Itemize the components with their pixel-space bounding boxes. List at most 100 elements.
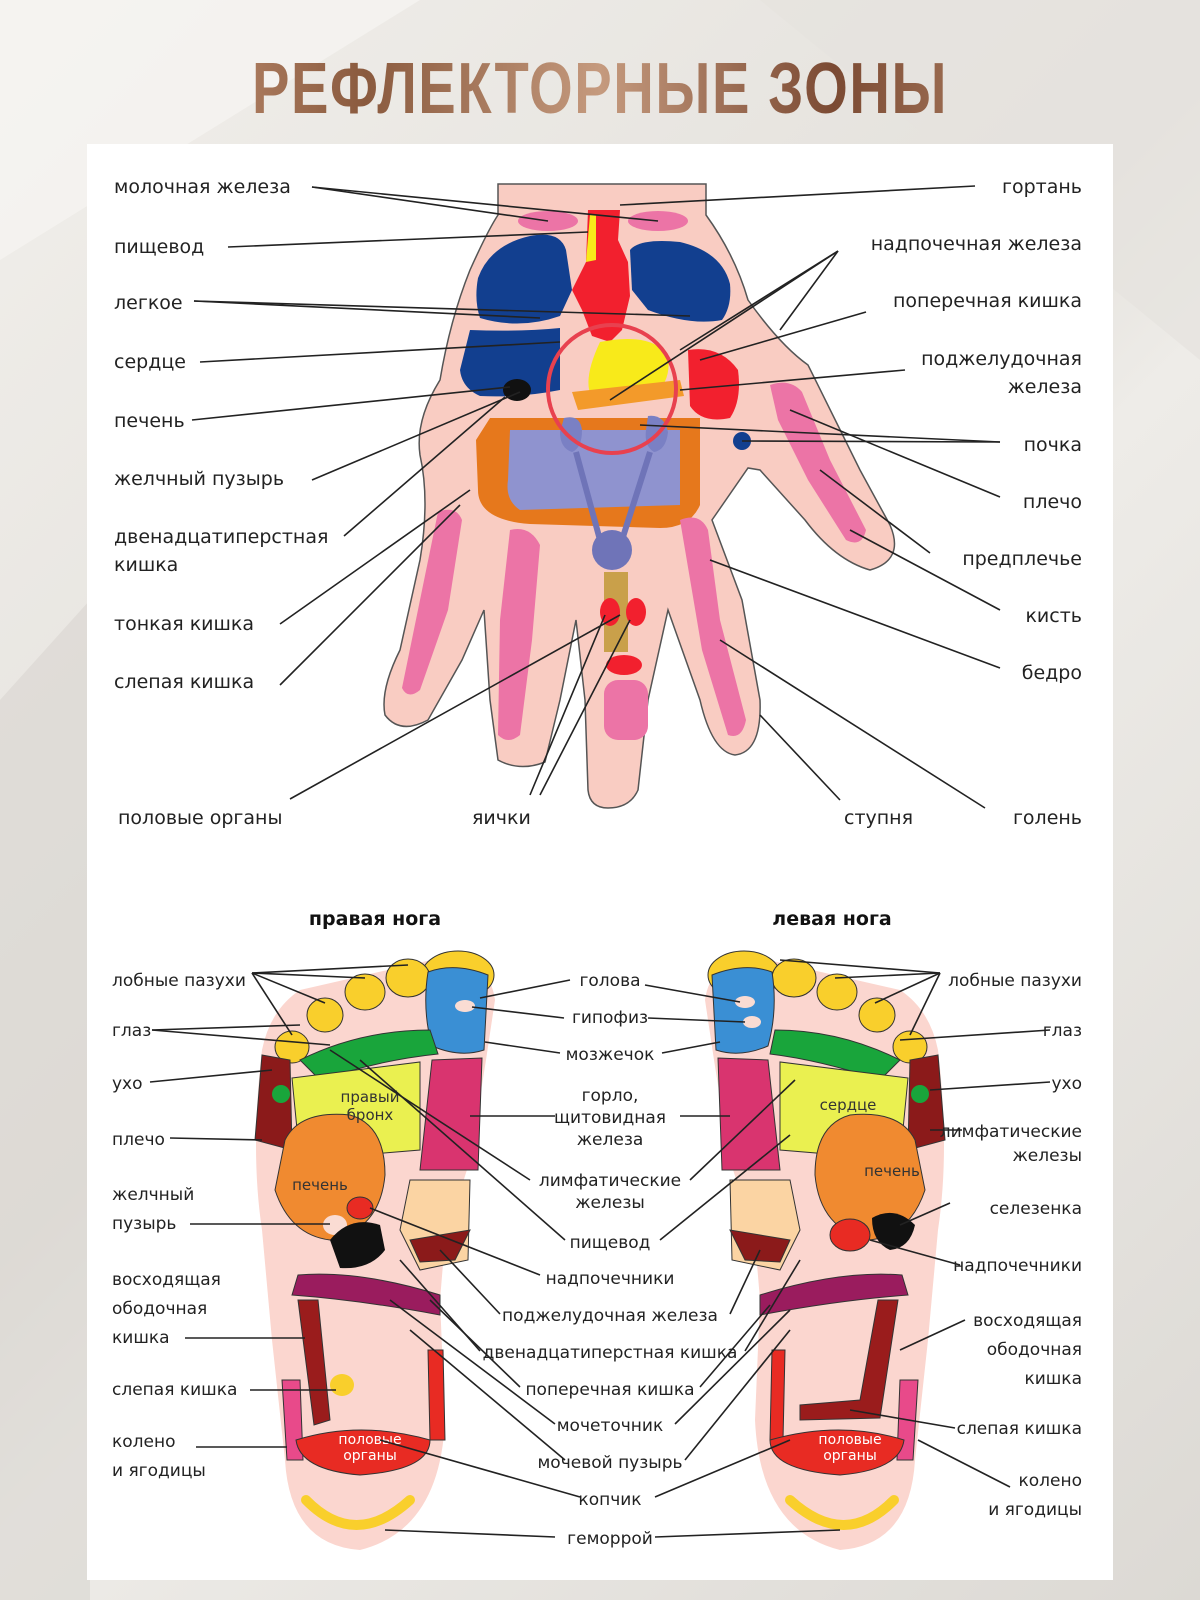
left-ascending-zone <box>799 1299 899 1421</box>
inside-right-genitals-2: органы <box>343 1448 397 1464</box>
left-foot-illustration: сердце печень половые органы <box>705 950 946 1550</box>
inside-left-genitals-1: половые <box>818 1432 881 1448</box>
label-throat-1: горло, <box>582 1086 639 1106</box>
inside-left-heart: сердце <box>820 1096 877 1114</box>
label-esophagus: пищевод <box>114 236 204 258</box>
label-left-ascending-2: ободочная <box>987 1340 1082 1360</box>
esophagus-zone <box>586 215 596 262</box>
right-genital-zone <box>295 1429 431 1476</box>
right-pituitary-zone <box>455 1000 475 1012</box>
label-gallbladder: желчный пузырь <box>114 468 284 490</box>
right-ear-zone <box>272 1085 290 1103</box>
right-knee-zone-2 <box>427 1349 446 1441</box>
pancreas-zone <box>572 380 684 410</box>
feet-labels-left: лобные пазухи глаз ухо плечо желчный пуз… <box>112 971 246 1481</box>
left-toe-2 <box>771 958 817 998</box>
left-hemorrhoid-zone <box>785 1495 899 1530</box>
label-left-lymph-1: лимфатические <box>940 1122 1082 1142</box>
right-toe-2 <box>385 958 431 998</box>
label-left-cecum: слепая кишка <box>957 1419 1082 1439</box>
label-lymph-2: железы <box>575 1193 645 1213</box>
right-head-zone <box>425 967 489 1054</box>
label-lung: легкое <box>114 292 183 314</box>
page-title: РЕФЛЕКТОРНЫЕ ЗОНЫ <box>132 48 1068 130</box>
label-right-gallbladder-1: желчный <box>112 1185 194 1205</box>
label-pancreas-1: поджелудочная <box>921 348 1082 370</box>
left-genital-zone <box>769 1429 905 1476</box>
finger-zone-index <box>498 529 540 740</box>
finger-zone-little <box>770 382 866 543</box>
label-small-intestine: тонкая кишка <box>114 613 254 635</box>
left-pituitary-zone-2 <box>743 1016 761 1028</box>
label-duodenum-1: двенадцатиперстная <box>114 526 328 548</box>
inside-left-genitals-2: органы <box>823 1448 877 1464</box>
label-throat-2: щитовидная <box>554 1108 666 1128</box>
inside-right-bronchus-2: бронх <box>347 1106 394 1124</box>
label-adrenals: надпочечники <box>546 1269 675 1289</box>
left-spleen-zone <box>872 1212 915 1250</box>
lung-zone-right <box>630 241 731 322</box>
inside-right-liver: печень <box>292 1176 348 1194</box>
label-left-ascending-3: кишка <box>1024 1369 1082 1389</box>
label-liver: печень <box>114 410 185 432</box>
right-adrenal-zone <box>346 1196 374 1220</box>
label-pancreas-2: железа <box>1008 376 1082 398</box>
label-throat-3: железа <box>577 1130 644 1150</box>
left-throat-zone <box>717 1057 781 1171</box>
label-coccyx: копчик <box>578 1490 641 1510</box>
larynx-zone <box>572 210 630 342</box>
right-duodenum-zone <box>330 1222 385 1269</box>
hand-labels-left: молочная железа пищевод легкое сердце пе… <box>114 176 328 693</box>
label-lymph-1: лимфатические <box>539 1171 681 1191</box>
left-foot-title: левая нога <box>772 908 891 930</box>
right-toe-4 <box>306 997 344 1033</box>
adrenal-zone <box>688 349 739 420</box>
label-forearm: предплечье <box>962 548 1082 570</box>
right-throat-zone <box>419 1057 483 1171</box>
finger-zone-middle <box>604 680 648 740</box>
label-right-shoulder: плечо <box>112 1130 165 1150</box>
right-sm-intestine-zone <box>409 1229 471 1263</box>
right-foot-title: правая нога <box>309 908 441 930</box>
label-left-ear: ухо <box>1051 1074 1082 1094</box>
label-heart: сердце <box>114 351 186 373</box>
label-right-knee-1: колено <box>112 1432 176 1452</box>
left-toe-3 <box>816 973 858 1011</box>
label-left-adrenals: надпочечники <box>953 1256 1082 1276</box>
label-wrist: кисть <box>1025 605 1082 627</box>
genitals-zone <box>606 655 642 675</box>
left-head-zone <box>711 967 775 1054</box>
label-testes: яички <box>472 807 531 829</box>
label-hemorrhoid: геморрой <box>567 1529 653 1549</box>
label-ureter: мочеточник <box>557 1416 664 1436</box>
inside-left-liver: печень <box>864 1162 920 1180</box>
right-hemorrhoid-zone <box>301 1495 415 1530</box>
liver-zone <box>460 328 560 397</box>
right-toe-3 <box>344 973 386 1011</box>
label-pancreas-foot: поджелудочная железа <box>502 1306 718 1326</box>
label-spleen: селезенка <box>990 1199 1082 1219</box>
label-right-gallbladder-2: пузырь <box>112 1214 176 1234</box>
label-larynx: гортань <box>1002 176 1082 198</box>
label-transverse-foot: поперечная кишка <box>525 1380 694 1400</box>
label-right-ascending-3: кишка <box>112 1328 170 1348</box>
hand-labels-bottom: половые органы яички ступня голень <box>118 807 1082 829</box>
label-right-ear: ухо <box>112 1074 143 1094</box>
right-foot-illustration: правый бронх печень половые органы <box>254 950 495 1550</box>
feet-labels-right: лобные пазухи глаз ухо лимфатические жел… <box>940 971 1082 1520</box>
left-ear-zone <box>911 1085 929 1103</box>
feet-labels-center: голова гипофиз мозжечок горло, щитовидна… <box>483 971 738 1549</box>
label-left-lymph-2: железы <box>1012 1146 1082 1166</box>
solar-plexus-circle <box>546 323 678 455</box>
label-cerebellum: мозжечок <box>566 1045 655 1065</box>
left-sm-intestine-zone <box>729 1229 791 1263</box>
left-toe-4 <box>858 997 896 1033</box>
inside-right-bronchus-1: правый <box>341 1088 400 1106</box>
label-kidney: почка <box>1024 434 1082 456</box>
label-esophagus-foot: пищевод <box>570 1233 651 1253</box>
label-left-knee-1: колено <box>1018 1471 1082 1491</box>
label-left-eye: глаз <box>1043 1021 1082 1041</box>
label-right-frontal-sinus: лобные пазухи <box>112 971 246 991</box>
hand-labels-right: гортань надпочечная железа поперечная ки… <box>871 176 1082 684</box>
label-bladder: мочевой пузырь <box>537 1453 682 1473</box>
